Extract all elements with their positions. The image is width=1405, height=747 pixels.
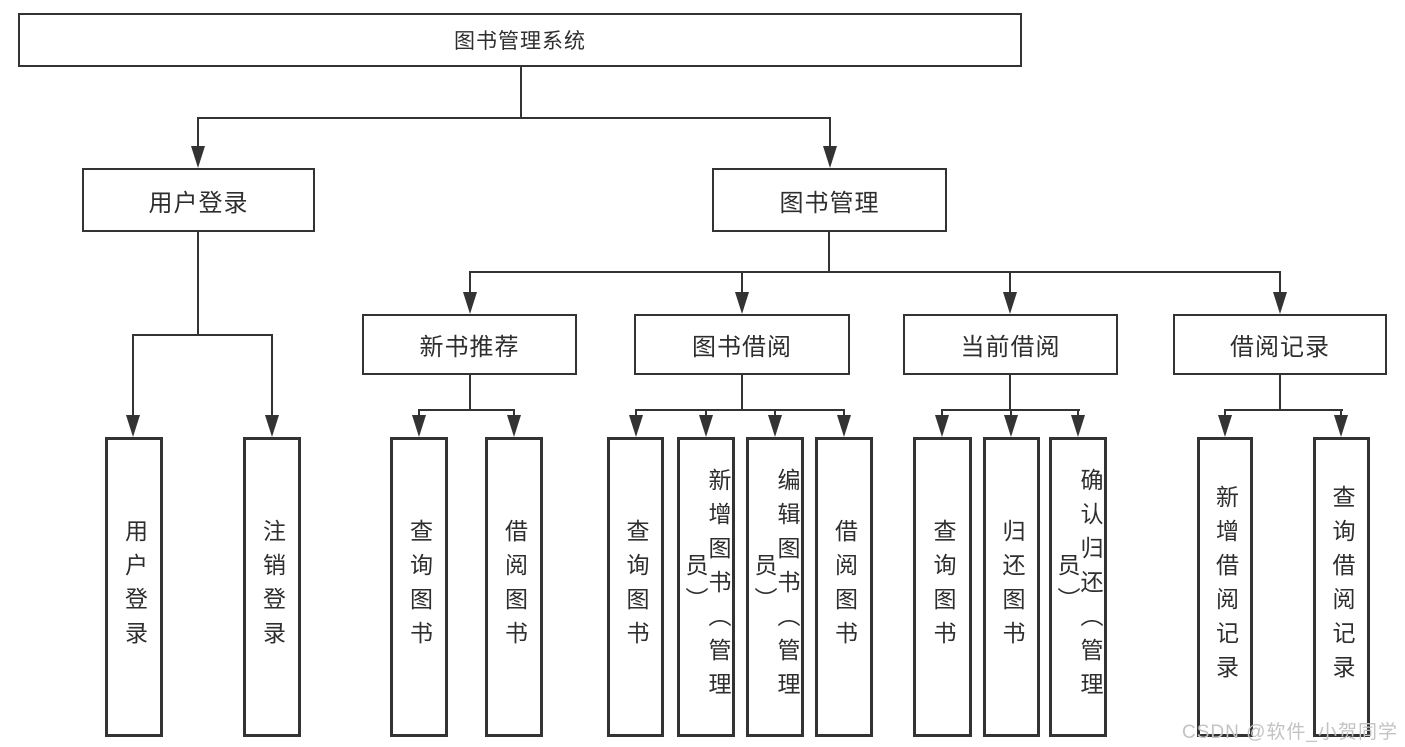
connector-line — [469, 271, 471, 295]
leaf-query-borrow-record: 查询借阅记录 — [1313, 437, 1370, 737]
leaf-add-books-admin: 新增图书（管理员） — [677, 437, 735, 737]
arrow-down-icon — [935, 415, 949, 437]
arrow-down-icon — [463, 292, 477, 314]
connector-line — [1077, 409, 1079, 418]
arrow-down-icon — [1071, 415, 1085, 437]
connector-line — [418, 409, 515, 411]
connector-line — [1009, 374, 1011, 411]
node-label: 用户登录 — [121, 519, 148, 655]
leaf-user-login: 用户登录 — [105, 437, 163, 737]
connector-line — [197, 232, 199, 336]
node-label: 借阅记录 — [1230, 334, 1330, 361]
arrow-down-icon — [126, 415, 140, 437]
arrow-down-icon — [412, 415, 426, 437]
node-new-book-recommend: 新书推荐 — [362, 314, 577, 375]
connector-line — [197, 117, 831, 119]
leaf-borrow-books: 借阅图书 — [815, 437, 873, 737]
leaf-query-books-current: 查询图书 — [913, 437, 972, 737]
connector-line — [829, 117, 831, 148]
node-label: 查询图书 — [930, 519, 956, 655]
arrow-down-icon — [699, 415, 713, 437]
node-label: 借阅图书 — [501, 519, 528, 655]
arrow-down-icon — [507, 415, 521, 437]
node-library-management-system: 图书管理系统 — [18, 13, 1022, 67]
node-label: 新书推荐 — [419, 334, 520, 361]
arrow-down-icon — [823, 146, 837, 168]
connector-line — [513, 409, 515, 418]
node-label: 图书管理 — [779, 189, 880, 217]
connector-line — [520, 67, 522, 119]
connector-line — [1009, 271, 1011, 295]
connector-line — [741, 374, 743, 411]
node-label: 编辑图书（管理员） — [751, 468, 800, 706]
arrow-down-icon — [1273, 292, 1287, 314]
node-label: 查询图书 — [406, 519, 433, 655]
connector-line — [469, 271, 1281, 273]
node-user-login: 用户登录 — [82, 168, 315, 232]
node-label: 用户登录 — [148, 189, 249, 217]
connector-line — [197, 117, 199, 148]
leaf-confirm-return-admin: 确认归还（管理员） — [1049, 437, 1107, 737]
leaf-query-books-recommend: 查询图书 — [390, 437, 448, 737]
connector-line — [828, 232, 830, 273]
connector-line — [1279, 271, 1281, 295]
node-borrow-records: 借阅记录 — [1173, 314, 1387, 375]
connector-line — [741, 271, 743, 295]
node-label: 注销登录 — [259, 519, 286, 655]
arrow-down-icon — [1334, 415, 1348, 437]
node-label: 图书借阅 — [692, 334, 792, 361]
arrow-down-icon — [1003, 292, 1017, 314]
arrow-down-icon — [629, 415, 643, 437]
connector-line — [1340, 409, 1342, 418]
connector-line — [774, 409, 776, 418]
arrow-down-icon — [837, 415, 851, 437]
connector-line — [132, 334, 273, 336]
leaf-return-books: 归还图书 — [983, 437, 1040, 737]
node-label: 借阅图书 — [831, 519, 858, 655]
node-label: 查询图书 — [623, 519, 649, 655]
connector-line — [635, 409, 845, 411]
connector-line — [1224, 409, 1343, 411]
node-label: 新增图书（管理员） — [682, 468, 731, 706]
connector-line — [705, 409, 707, 418]
connector-line — [635, 409, 637, 418]
connector-line — [1279, 374, 1281, 411]
csdn-watermark: CSDN @软件_小贺同学 — [1182, 722, 1398, 743]
leaf-add-borrow-record: 新增借阅记录 — [1197, 437, 1253, 737]
node-label: 新增借阅记录 — [1212, 485, 1239, 689]
connector-line — [418, 409, 420, 418]
arrow-down-icon — [265, 415, 279, 437]
connector-line — [132, 334, 134, 417]
connector-line — [843, 409, 845, 418]
arrow-down-icon — [191, 146, 205, 168]
node-label: 归还图书 — [999, 519, 1025, 655]
arrow-down-icon — [1004, 415, 1018, 437]
connector-line — [1224, 409, 1226, 418]
leaf-borrow-books-recommend: 借阅图书 — [485, 437, 543, 737]
leaf-edit-books-admin: 编辑图书（管理员） — [746, 437, 804, 737]
node-label: 确认归还（管理员） — [1054, 468, 1103, 706]
node-book-management: 图书管理 — [712, 168, 947, 232]
node-current-borrowing: 当前借阅 — [903, 314, 1118, 375]
node-book-borrowing: 图书借阅 — [634, 314, 850, 375]
arrow-down-icon — [768, 415, 782, 437]
connector-line — [941, 409, 943, 418]
arrow-down-icon — [1218, 415, 1232, 437]
connector-line — [469, 374, 471, 411]
node-label: 图书管理系统 — [454, 30, 586, 53]
arrow-down-icon — [735, 292, 749, 314]
node-label: 当前借阅 — [960, 334, 1061, 361]
connector-line — [271, 334, 273, 417]
node-label: 查询借阅记录 — [1329, 485, 1355, 689]
leaf-logout: 注销登录 — [243, 437, 301, 737]
connector-line — [1010, 409, 1012, 418]
leaf-query-books-borrowing: 查询图书 — [607, 437, 664, 737]
